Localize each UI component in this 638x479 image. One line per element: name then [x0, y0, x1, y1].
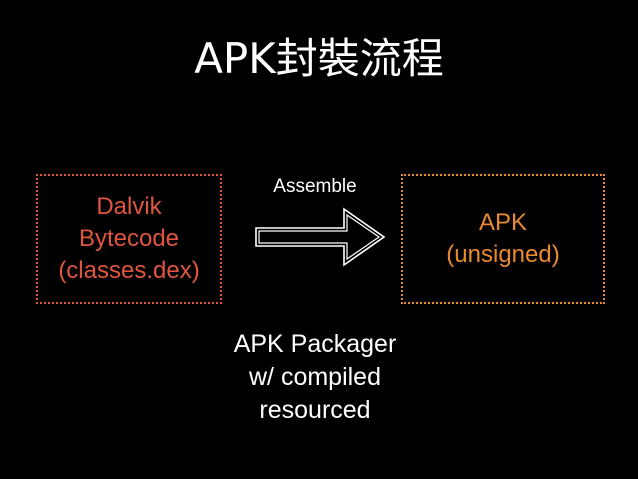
target-box: APK (unsigned): [401, 174, 605, 304]
target-box-line: (unsigned): [446, 241, 560, 268]
target-box-line: APK: [478, 209, 528, 236]
source-box-line: Bytecode: [78, 225, 180, 252]
right-arrow-icon: [255, 207, 386, 267]
source-box-line: (classes.dex): [58, 257, 200, 284]
source-box-line: Dalvik: [96, 193, 162, 220]
packager-caption-line: w/ compiled: [249, 363, 381, 391]
packager-caption-line: resourced: [259, 396, 371, 424]
source-box: Dalvik Bytecode (classes.dex): [36, 174, 222, 304]
arrow-label: Assemble: [273, 176, 357, 197]
target-box-label: APK (unsigned): [446, 207, 559, 271]
packager-caption: APK Packager w/ compiled resourced: [190, 328, 440, 427]
packager-caption-line: APK Packager: [233, 330, 397, 358]
source-box-label: Dalvik Bytecode (classes.dex): [58, 191, 199, 287]
slide-title: APK封裝流程: [194, 34, 444, 83]
